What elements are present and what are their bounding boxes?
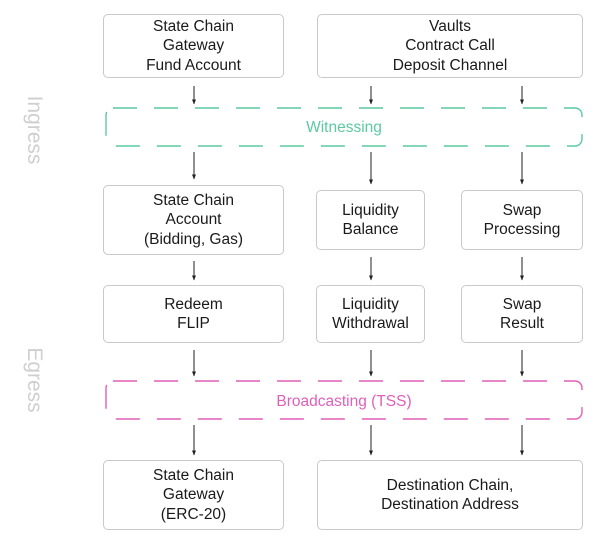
box-line: Gateway: [162, 37, 225, 55]
box-line: Result: [500, 315, 544, 332]
box-line: Liquidity: [342, 295, 399, 313]
box-line: Account: [165, 211, 222, 229]
ingress-label: Ingress: [23, 95, 46, 165]
box-line: Destination Address: [381, 496, 519, 513]
witnessing-label: Witnessing: [306, 119, 382, 136]
box-line: FLIP: [177, 315, 210, 332]
broadcasting-band: [105, 380, 583, 420]
box-line: Deposit Channel: [392, 56, 508, 74]
box-line: (Bidding, Gas): [143, 230, 244, 248]
box-line: State Chain: [152, 17, 234, 35]
box-line: Gateway: [162, 486, 225, 504]
egress-label: Egress: [23, 347, 46, 413]
destination-box: Destination Chain, Destination Address: [317, 460, 583, 530]
box-line: Liquidity: [342, 201, 399, 219]
broadcasting-label: Broadcasting (TSS): [276, 393, 412, 410]
box-line: State Chain: [153, 466, 234, 484]
box-line: Processing: [483, 221, 561, 238]
box-line: Destination Chain,: [386, 476, 514, 494]
box-line: Fund Account: [146, 56, 241, 74]
box-line: Vaults: [429, 17, 471, 35]
box-line: Withdrawal: [332, 315, 409, 332]
box-line: Balance: [342, 221, 399, 238]
box-line: Swap: [502, 201, 542, 219]
box-line: (ERC-20): [160, 505, 227, 523]
box-line: State Chain: [152, 191, 234, 209]
box-line: Contract Call: [405, 37, 495, 55]
witnessing-band: [105, 107, 583, 147]
box-line: Swap: [502, 295, 542, 313]
box-line: Redeem: [164, 295, 223, 313]
